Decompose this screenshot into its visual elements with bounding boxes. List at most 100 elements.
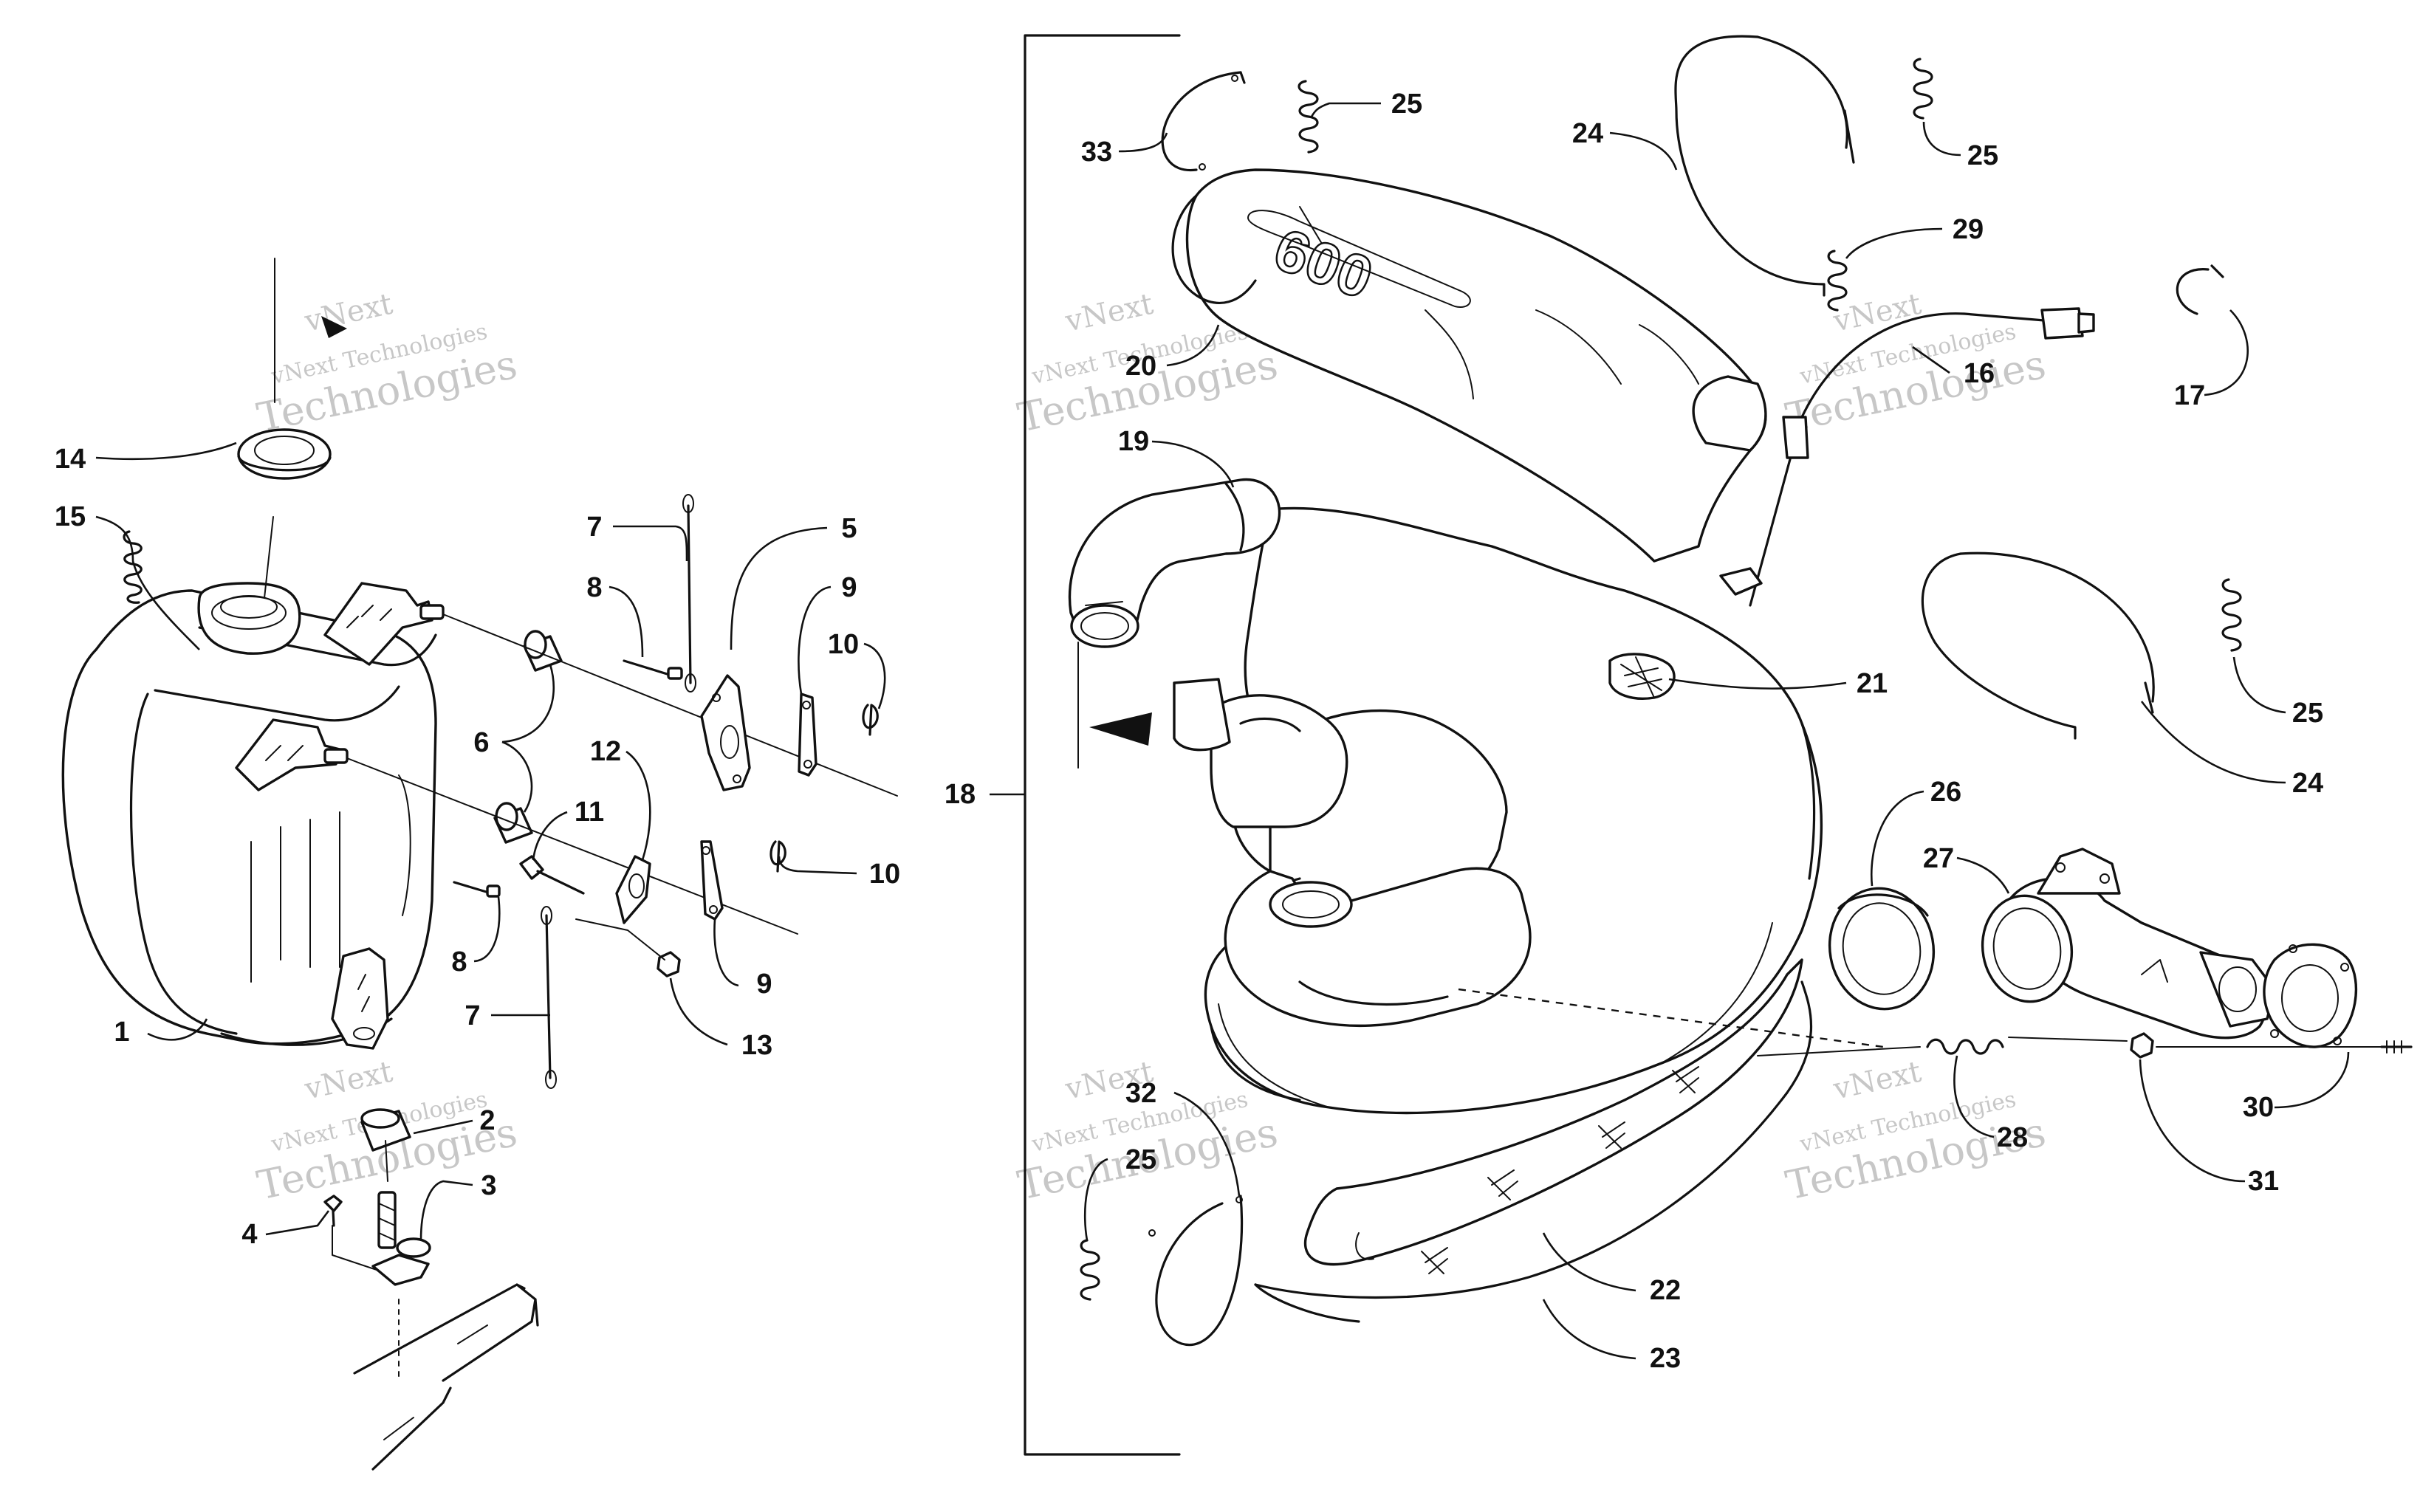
- leader-19: [1151, 440, 1235, 488]
- part-27-manifold: [1981, 848, 2276, 1040]
- part-25-spring-c: [2221, 578, 2242, 652]
- part-2-rubber-mount: [360, 1108, 411, 1152]
- part-14-grommet: [237, 428, 332, 480]
- leader-13: [669, 977, 728, 1046]
- callout-17: 17: [2174, 380, 2205, 411]
- part-16-sensor: [1719, 307, 2095, 607]
- leader-25c: [2232, 656, 2286, 714]
- leader-1: [147, 1018, 208, 1041]
- leader-12: [625, 750, 651, 861]
- part-31-nut: [2130, 1032, 2154, 1059]
- part-12-bracket: [615, 855, 651, 924]
- callout-10b: 10: [869, 859, 900, 890]
- leader-16: [1912, 346, 1950, 374]
- part-19-elbow-pipe: [1068, 478, 1281, 648]
- callout-5: 5: [841, 513, 857, 544]
- callout-32: 32: [1125, 1078, 1156, 1109]
- leader-25d: [1083, 1158, 1108, 1241]
- part-24-band-lower: [1921, 551, 2155, 740]
- leader-lines: [95, 102, 2350, 1360]
- part-20-muffler: 600: [1171, 168, 1767, 563]
- callout-28: 28: [1997, 1122, 2028, 1153]
- leader-10a: [863, 642, 886, 709]
- assembly-line-28: [1757, 1046, 1921, 1056]
- part-21-shield-patch: [1608, 653, 1676, 700]
- expansion-chamber-body: [1204, 506, 1823, 1115]
- part-22-heat-shield: [1303, 958, 1803, 1274]
- part-11-bolt: [519, 855, 585, 895]
- arrow-marker-icon: [1089, 712, 1152, 746]
- leader-29: [1845, 227, 1943, 259]
- part-23-heat-shield: [1254, 980, 1813, 1323]
- watermark-left-top: vNext vNext Technologies Technologies: [253, 287, 521, 441]
- part-7-wire-upper: [682, 494, 696, 693]
- part-5-bracket-plate: [700, 674, 751, 791]
- leader-7a: [613, 525, 688, 562]
- part-8-pin-lower: [453, 881, 501, 898]
- callout-19: 19: [1118, 426, 1149, 457]
- axis-line-upper: [442, 614, 898, 797]
- assembly-line-31: [2008, 1037, 2128, 1042]
- leader-11: [532, 811, 568, 861]
- watermark-text: vNext: [301, 1055, 396, 1107]
- callout-30: 30: [2243, 1092, 2274, 1123]
- part-8-pin-upper: [623, 659, 683, 680]
- part-32-band: [1148, 1195, 1244, 1347]
- callout-16: 16: [1964, 358, 1995, 389]
- group-bracket-18: [1024, 34, 1181, 1456]
- arrow-marker-icon: [321, 316, 347, 338]
- callout-31: 31: [2248, 1166, 2279, 1197]
- callout-14: 14: [55, 444, 86, 475]
- leader-6: [501, 664, 555, 813]
- part-25-spring-b: [1913, 58, 1933, 120]
- leader-32: [1173, 1091, 1241, 1197]
- callout-33: 33: [1081, 137, 1112, 168]
- leader-10b: [778, 856, 857, 875]
- leader-21: [1668, 678, 1847, 690]
- watermark-text: vNext: [1062, 287, 1156, 339]
- part-33-clamp: [1161, 71, 1246, 172]
- part-3-stud: [377, 1191, 431, 1258]
- callout-25a: 25: [1391, 89, 1422, 120]
- leader-23: [1542, 1299, 1636, 1360]
- leader-14: [95, 441, 237, 461]
- part-25-spring-a: [1298, 80, 1319, 154]
- line-14-to-neck: [264, 516, 274, 599]
- part-30-gasket: [2263, 943, 2358, 1048]
- part-17-clip-ring: [2176, 264, 2224, 315]
- callout-26: 26: [1930, 777, 1961, 808]
- callout-29: 29: [1953, 214, 1984, 245]
- callout-25d: 25: [1125, 1144, 1156, 1175]
- callout-18: 18: [945, 779, 976, 810]
- leader-31: [2139, 1059, 2246, 1183]
- callout-4: 4: [241, 1219, 257, 1250]
- leader-26: [1871, 790, 1924, 887]
- part-25-spring-d: [1080, 1239, 1100, 1301]
- part-9-link-upper: [798, 693, 817, 777]
- leader-27: [1956, 856, 2010, 894]
- callout-9a: 9: [841, 572, 857, 603]
- leader-24b: [2140, 701, 2286, 784]
- part-6-bushing-upper: [523, 630, 563, 672]
- leader-22: [1542, 1232, 1636, 1292]
- callout-11: 11: [575, 797, 604, 828]
- callout-7b: 7: [465, 1000, 480, 1031]
- watermark-right-bottom: vNext vNext Technologies Technologies: [1782, 1055, 2050, 1209]
- callout-23: 23: [1650, 1343, 1681, 1374]
- callout-12: 12: [590, 736, 621, 767]
- chamber-inlet-sleeve: [1173, 678, 1348, 828]
- callout-6: 6: [473, 727, 489, 758]
- part-10-clip-lower: [769, 840, 786, 873]
- callout-27: 27: [1923, 843, 1954, 874]
- callout-8a: 8: [586, 572, 602, 603]
- leader-24a: [1609, 131, 1678, 171]
- callout-15: 15: [55, 501, 86, 532]
- watermark-text: vNext: [1830, 1055, 1924, 1107]
- part-30-stud: [2380, 1040, 2413, 1054]
- leader-5: [730, 526, 828, 650]
- leader-15: [95, 515, 200, 650]
- callout-24b: 24: [2292, 768, 2323, 799]
- leader-20: [1166, 324, 1220, 367]
- callout-21: 21: [1857, 668, 1888, 699]
